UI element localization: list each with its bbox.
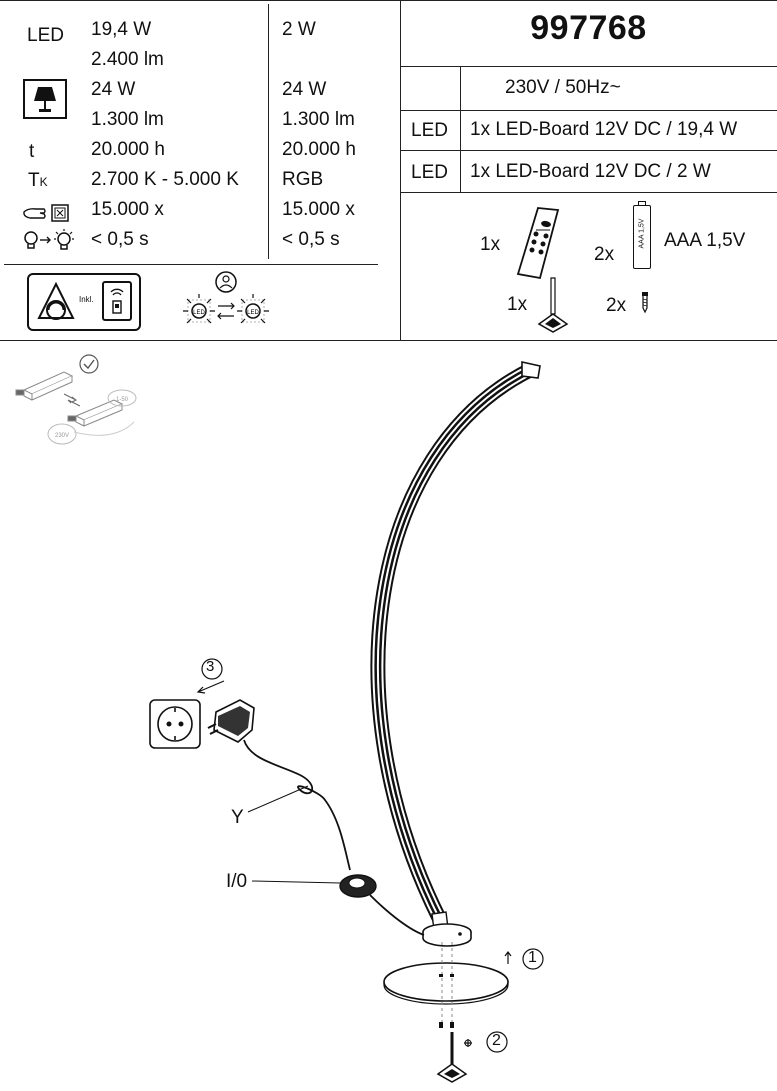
led-row-1-text: 1x LED-Board 12V DC / 19,4 W bbox=[470, 119, 738, 140]
step-2-number: 2 bbox=[492, 1032, 501, 1049]
lifetime-a: 20.000 h bbox=[91, 139, 165, 160]
inkl-label: Inkl. bbox=[79, 295, 94, 304]
lamp-watt-b: 24 W bbox=[282, 79, 327, 100]
lifetime-b: 20.000 h bbox=[282, 139, 356, 160]
driver-tag-b: 230V bbox=[55, 433, 69, 439]
dimmer-icon bbox=[37, 281, 75, 320]
voltage-spec: 230V / 50Hz~ bbox=[505, 77, 621, 98]
remote-icon bbox=[102, 281, 132, 321]
spec-column-divider bbox=[268, 4, 269, 259]
svg-text:LED: LED bbox=[193, 310, 205, 316]
lamp-assembly-drawing bbox=[149, 361, 544, 1083]
switch-cycles-a: 15.000 x bbox=[91, 199, 164, 220]
led1-rule bbox=[400, 150, 777, 151]
lamp-watt-a: 24 W bbox=[91, 79, 136, 100]
driver-tag-a: 1-50 bbox=[116, 397, 129, 403]
color-temp-a: 2.700 K - 5.000 K bbox=[91, 169, 239, 190]
table-bottom-border bbox=[0, 340, 777, 341]
screw-qty: 2x bbox=[606, 295, 627, 316]
voltage-rule bbox=[400, 110, 777, 111]
warmup-icon bbox=[24, 229, 74, 250]
driver-replacement-sketch: 1-50 230V bbox=[15, 354, 137, 445]
cable-label-y: Y bbox=[231, 807, 244, 828]
screw-icon bbox=[642, 292, 648, 314]
remote-qty: 1x bbox=[480, 234, 501, 255]
color-temp-label: TK bbox=[28, 170, 48, 191]
dimmer-remote-badge: Inkl. bbox=[27, 273, 141, 331]
spec-bottom-rule bbox=[4, 264, 378, 265]
led2-rule bbox=[400, 192, 777, 193]
lifetime-label: t bbox=[29, 141, 35, 162]
led-row-2-text: 1x LED-Board 12V DC / 2 W bbox=[470, 161, 711, 182]
color-b: RGB bbox=[282, 169, 324, 190]
svg-text:LED: LED bbox=[247, 310, 259, 316]
battery-qty: 2x bbox=[594, 244, 615, 265]
led-row-2-label: LED bbox=[411, 162, 448, 183]
step-3-number: 3 bbox=[206, 658, 215, 675]
pin-qty: 1x bbox=[507, 294, 528, 315]
warmup-a: < 0,5 s bbox=[91, 229, 149, 250]
led-row-1-label: LED bbox=[411, 120, 448, 141]
switch-label-io: I/0 bbox=[226, 871, 248, 892]
battery-icon: AAA 1,5V bbox=[633, 201, 651, 269]
battery-print: AAA 1,5V bbox=[638, 218, 646, 249]
lamp-icon bbox=[23, 79, 67, 119]
step-1-number: 1 bbox=[528, 949, 537, 966]
warmup-b: < 0,5 s bbox=[282, 229, 340, 250]
switch-cycles-icon bbox=[23, 204, 69, 222]
color-change-icon: LED LED bbox=[183, 271, 269, 324]
battery-label: AAA 1,5V bbox=[664, 230, 746, 251]
lamp-lumen-a: 1.300 lm bbox=[91, 109, 164, 130]
led-watt-a: 19,4 W bbox=[91, 19, 152, 40]
code-rule bbox=[400, 66, 777, 67]
led-label: LED bbox=[27, 25, 64, 46]
switch-cycles-b: 15.000 x bbox=[282, 199, 355, 220]
led-lumen-a: 2.400 lm bbox=[91, 49, 164, 70]
base-pin-icon bbox=[537, 277, 569, 333]
led-label-divider bbox=[460, 66, 461, 192]
left-right-divider bbox=[400, 0, 401, 340]
product-code: 997768 bbox=[530, 9, 647, 47]
led-watt-b: 2 W bbox=[282, 19, 316, 40]
table-top-border bbox=[0, 0, 777, 1]
lamp-lumen-b: 1.300 lm bbox=[282, 109, 355, 130]
remote-control-icon bbox=[516, 207, 560, 280]
